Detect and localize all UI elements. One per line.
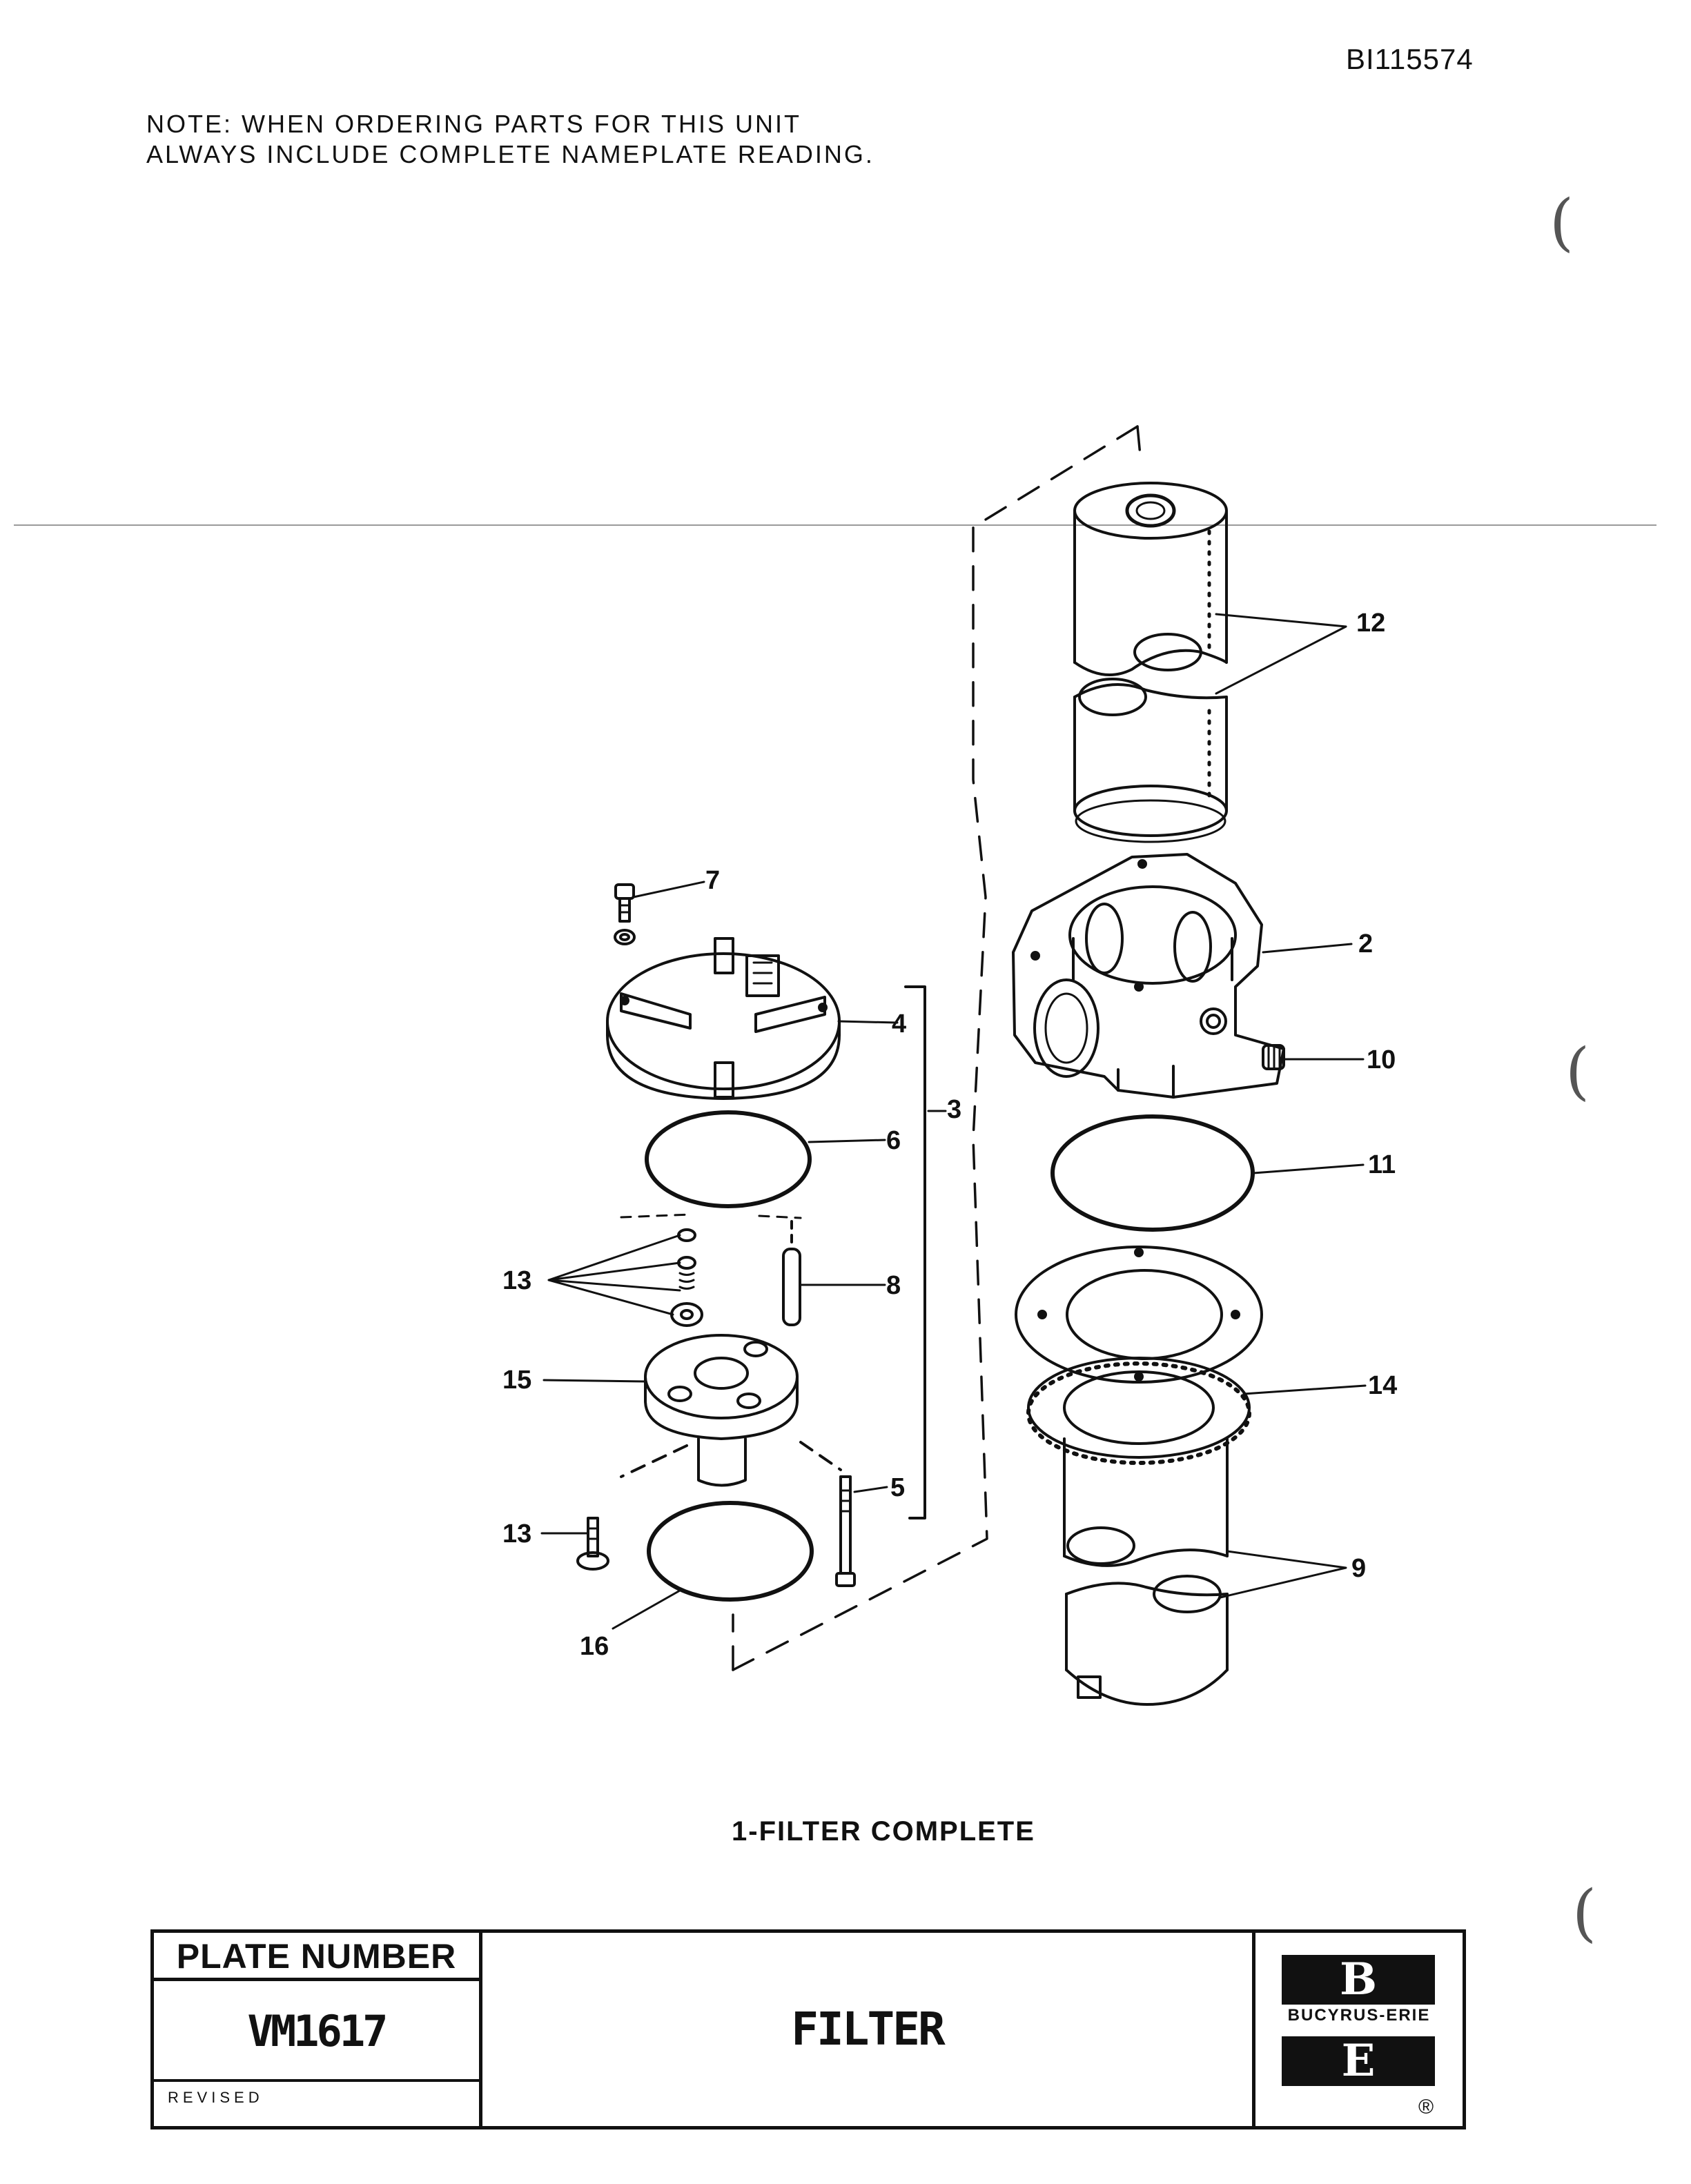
filter-element-lower [1073,678,1228,843]
callout-7: 7 [705,866,720,895]
plug-screw [576,1517,609,1571]
plate-number-cell: PLATE NUMBER VM1617 REVISED [154,1933,482,2126]
large-o-ring [1050,1114,1255,1232]
callout-13-upper: 13 [502,1266,531,1295]
callout-12: 12 [1356,609,1385,638]
callout-13-lower: 13 [502,1519,531,1548]
margin-hole-mark: ( [1572,1877,1597,1949]
callout-11: 11 [1368,1150,1396,1179]
logo-company-name: BUCYRUS-ERIE [1287,2006,1431,2025]
margin-hole-mark: ( [1550,186,1574,259]
cap-screw [614,883,636,945]
callout-10: 10 [1367,1045,1396,1074]
callout-14: 14 [1368,1371,1397,1400]
revised-label: REVISED [168,2089,264,2106]
ordering-note-line-1: NOTE: WHEN ORDERING PARTS FOR THIS UNIT [146,110,802,138]
diagram-caption: 1-FILTER COMPLETE [732,1816,1035,1847]
bucyrus-erie-logo: B BUCYRUS-ERIE E ® [1255,1933,1463,2126]
flange-and-gasket [1015,1246,1263,1465]
callout-15: 15 [502,1366,531,1395]
plate-title: FILTER [482,1933,1255,2126]
cover-o-ring [645,1110,812,1208]
pipe-plug [1262,1044,1285,1070]
long-cap-screw [835,1475,856,1587]
document-id: BI115574 [1346,43,1474,75]
callout-5: 5 [890,1473,905,1502]
logo-letter-b: B [1282,1955,1435,2005]
title-block: PLATE NUMBER VM1617 REVISED FILTER B BUC… [150,1929,1466,2129]
callout-8: 8 [886,1271,901,1300]
callout-9: 9 [1351,1554,1366,1583]
valve-body [620,1213,842,1487]
callout-4: 4 [892,1010,906,1039]
assembly-bracket [904,985,926,1519]
callout-2: 2 [1358,929,1373,958]
margin-hole-mark: ( [1565,1035,1590,1108]
bottom-o-ring [647,1501,814,1602]
callout-6: 6 [886,1126,901,1155]
dowel-pin [782,1220,801,1326]
registered-mark: ® [1418,2096,1434,2118]
filter-cover [606,937,841,1100]
callout-3: 3 [947,1095,961,1124]
plate-number-value: VM1617 [154,1981,479,2082]
filter-bowl [1063,1437,1229,1706]
ordering-note-line-2: ALWAYS INCLUDE COMPLETE NAMEPLATE READIN… [146,140,874,168]
leader-lines [540,613,1367,1630]
ordering-note: NOTE: WHEN ORDERING PARTS FOR THIS UNIT … [146,109,874,170]
callout-16: 16 [580,1632,609,1661]
logo-letter-e: E [1282,2036,1435,2086]
filter-element-upper [1073,482,1228,676]
filter-head-body [1012,853,1285,1099]
check-valve-parts [670,1228,703,1327]
scan-artifact-line [14,524,1656,526]
assembly-outline [732,425,1142,1671]
plate-number-label: PLATE NUMBER [154,1933,479,1981]
